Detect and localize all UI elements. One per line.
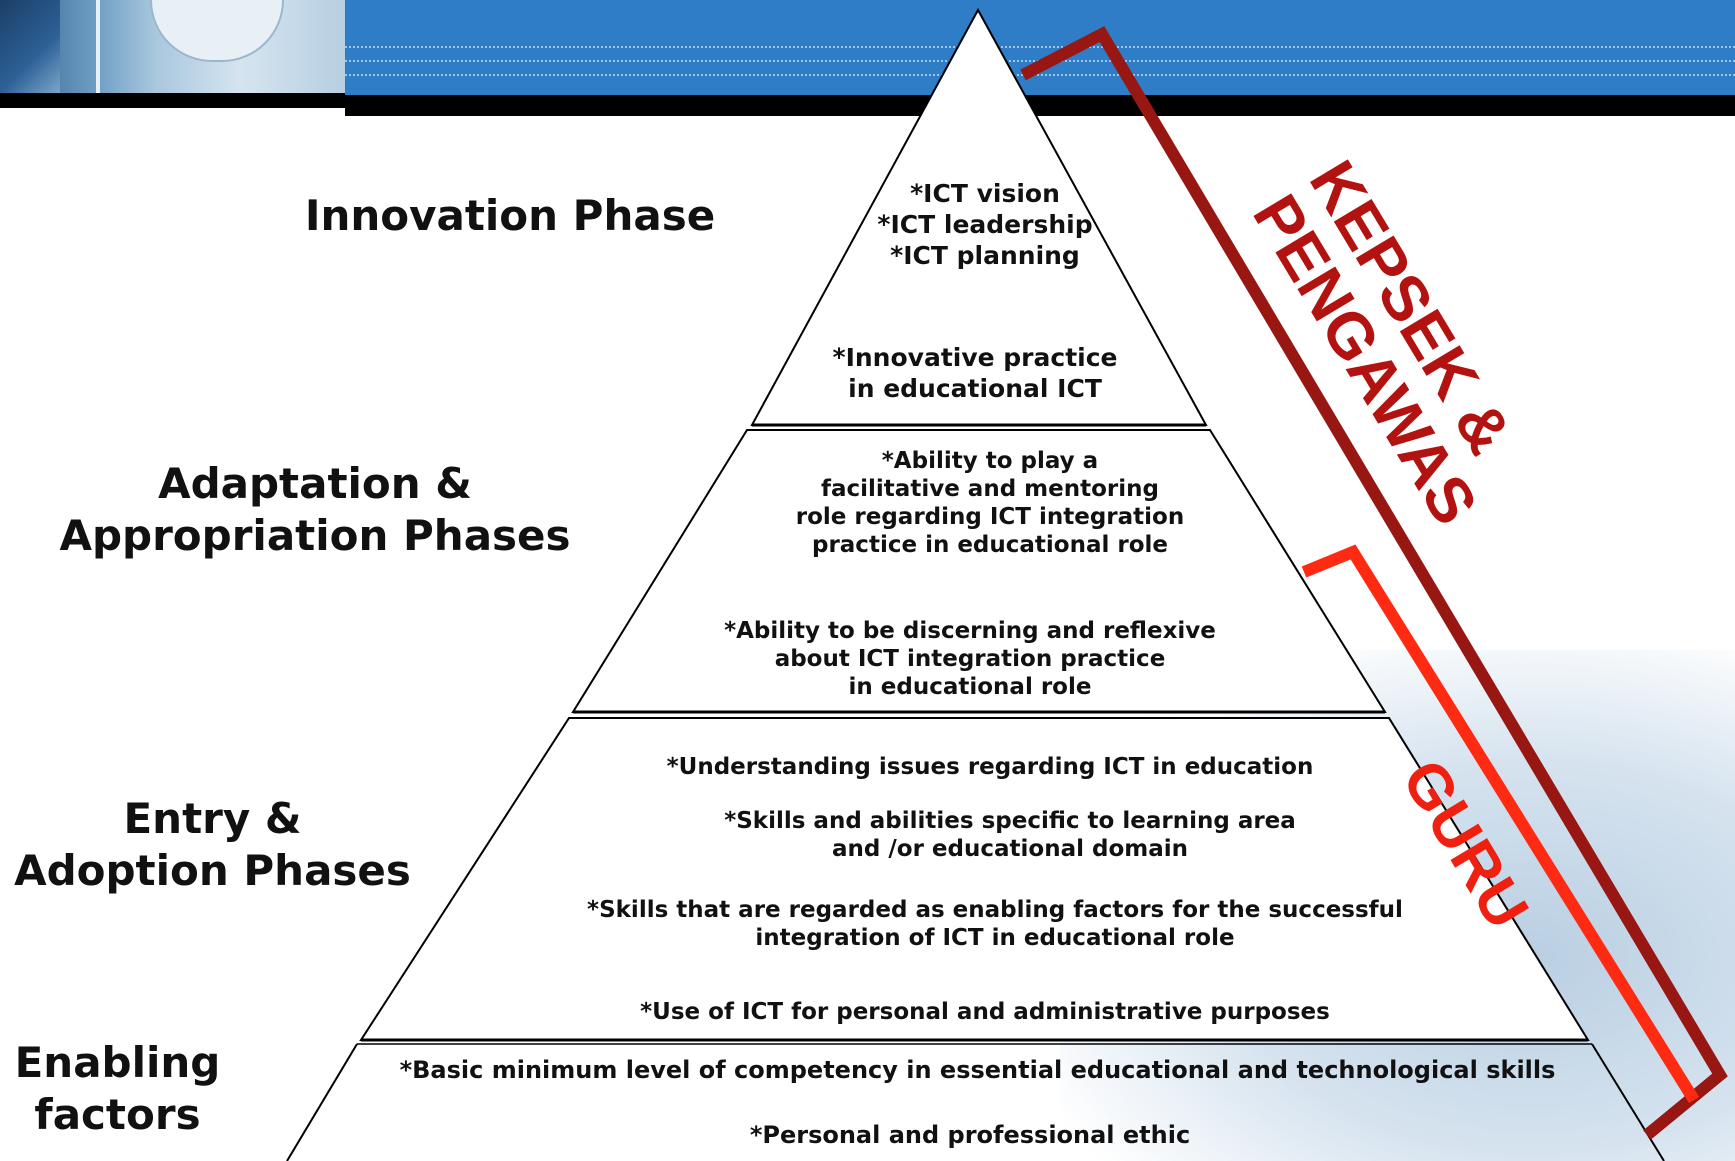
header-strip — [345, 93, 1735, 95]
phase-enabling: Enabling factors — [5, 1037, 230, 1141]
phase-adaptation-line2: Appropriation Phases — [59, 511, 571, 560]
level2-mentoring: *Ability to play a facilitative and ment… — [740, 447, 1240, 559]
level3-use-of-ict: *Use of ICT for personal and administrat… — [640, 999, 1330, 1025]
computer-mouse-photo-icon — [0, 0, 60, 93]
pyramid-level-enabling-left — [286, 1043, 358, 1161]
header-underline — [0, 93, 345, 108]
level1-item: *Innovative practice — [832, 343, 1118, 372]
pyramid-outline — [286, 7, 1665, 1161]
level4-basic-competency: *Basic minimum level of competency in es… — [399, 1056, 1556, 1084]
header-banner — [345, 0, 1735, 95]
level3-understanding: *Understanding issues regarding ICT in e… — [666, 754, 1314, 780]
level4-ethic: *Personal and professional ethic — [749, 1121, 1191, 1149]
phase-innovation: Innovation Phase — [304, 191, 716, 240]
level2-item: role regarding ICT integration — [795, 504, 1185, 530]
level2-item: facilitative and mentoring — [821, 476, 1159, 502]
level2-item: about ICT integration practice — [774, 646, 1166, 672]
phase-enabling-line2: factors — [34, 1090, 201, 1139]
phase-entry-line1: Entry & — [123, 794, 302, 843]
level1-innovative-practice: *Innovative practice in educational ICT — [790, 342, 1160, 404]
level1-ict-items: *ICT vision *ICT leadership *ICT plannin… — [790, 178, 1180, 271]
pyramid-level-enabling-right — [1591, 1043, 1665, 1161]
phase-entry-line2: Adoption Phases — [14, 846, 411, 895]
level3-item: *Skills and abilities specific to learni… — [724, 808, 1296, 834]
level2-discerning: *Ability to be discerning and reflexive … — [660, 617, 1280, 701]
level2-item: in educational role — [848, 674, 1092, 700]
phase-adaptation: Adaptation & Appropriation Phases — [40, 458, 590, 562]
level2-item: *Ability to be discerning and reflexive — [724, 618, 1216, 644]
phase-enabling-line1: Enabling — [14, 1038, 221, 1087]
level1-item: *ICT leadership — [877, 210, 1093, 239]
level2-item: practice in educational role — [811, 532, 1169, 558]
phase-entry: Entry & Adoption Phases — [0, 793, 425, 897]
level3-item: *Skills that are regarded as enabling fa… — [587, 897, 1403, 923]
header-underline — [345, 95, 1735, 116]
dotted-line — [345, 74, 1735, 76]
level3-item: and /or educational domain — [832, 836, 1188, 862]
dotted-line — [345, 46, 1735, 48]
level1-item: *ICT vision — [910, 179, 1060, 208]
kepsek-bracket — [1020, 26, 1728, 1140]
guru-bracket — [1301, 544, 1700, 1104]
level3-skills-specific: *Skills and abilities specific to learni… — [650, 807, 1370, 863]
phase-adaptation-line1: Adaptation & — [158, 459, 472, 508]
level1-item: *ICT planning — [890, 241, 1080, 270]
photo-separator — [96, 0, 100, 93]
level1-item: in educational ICT — [848, 374, 1102, 403]
level3-item: integration of ICT in educational role — [755, 925, 1235, 951]
level2-item: *Ability to play a — [881, 448, 1099, 474]
header-photo — [0, 0, 345, 93]
level3-enabling-skills: *Skills that are regarded as enabling fa… — [500, 896, 1490, 952]
